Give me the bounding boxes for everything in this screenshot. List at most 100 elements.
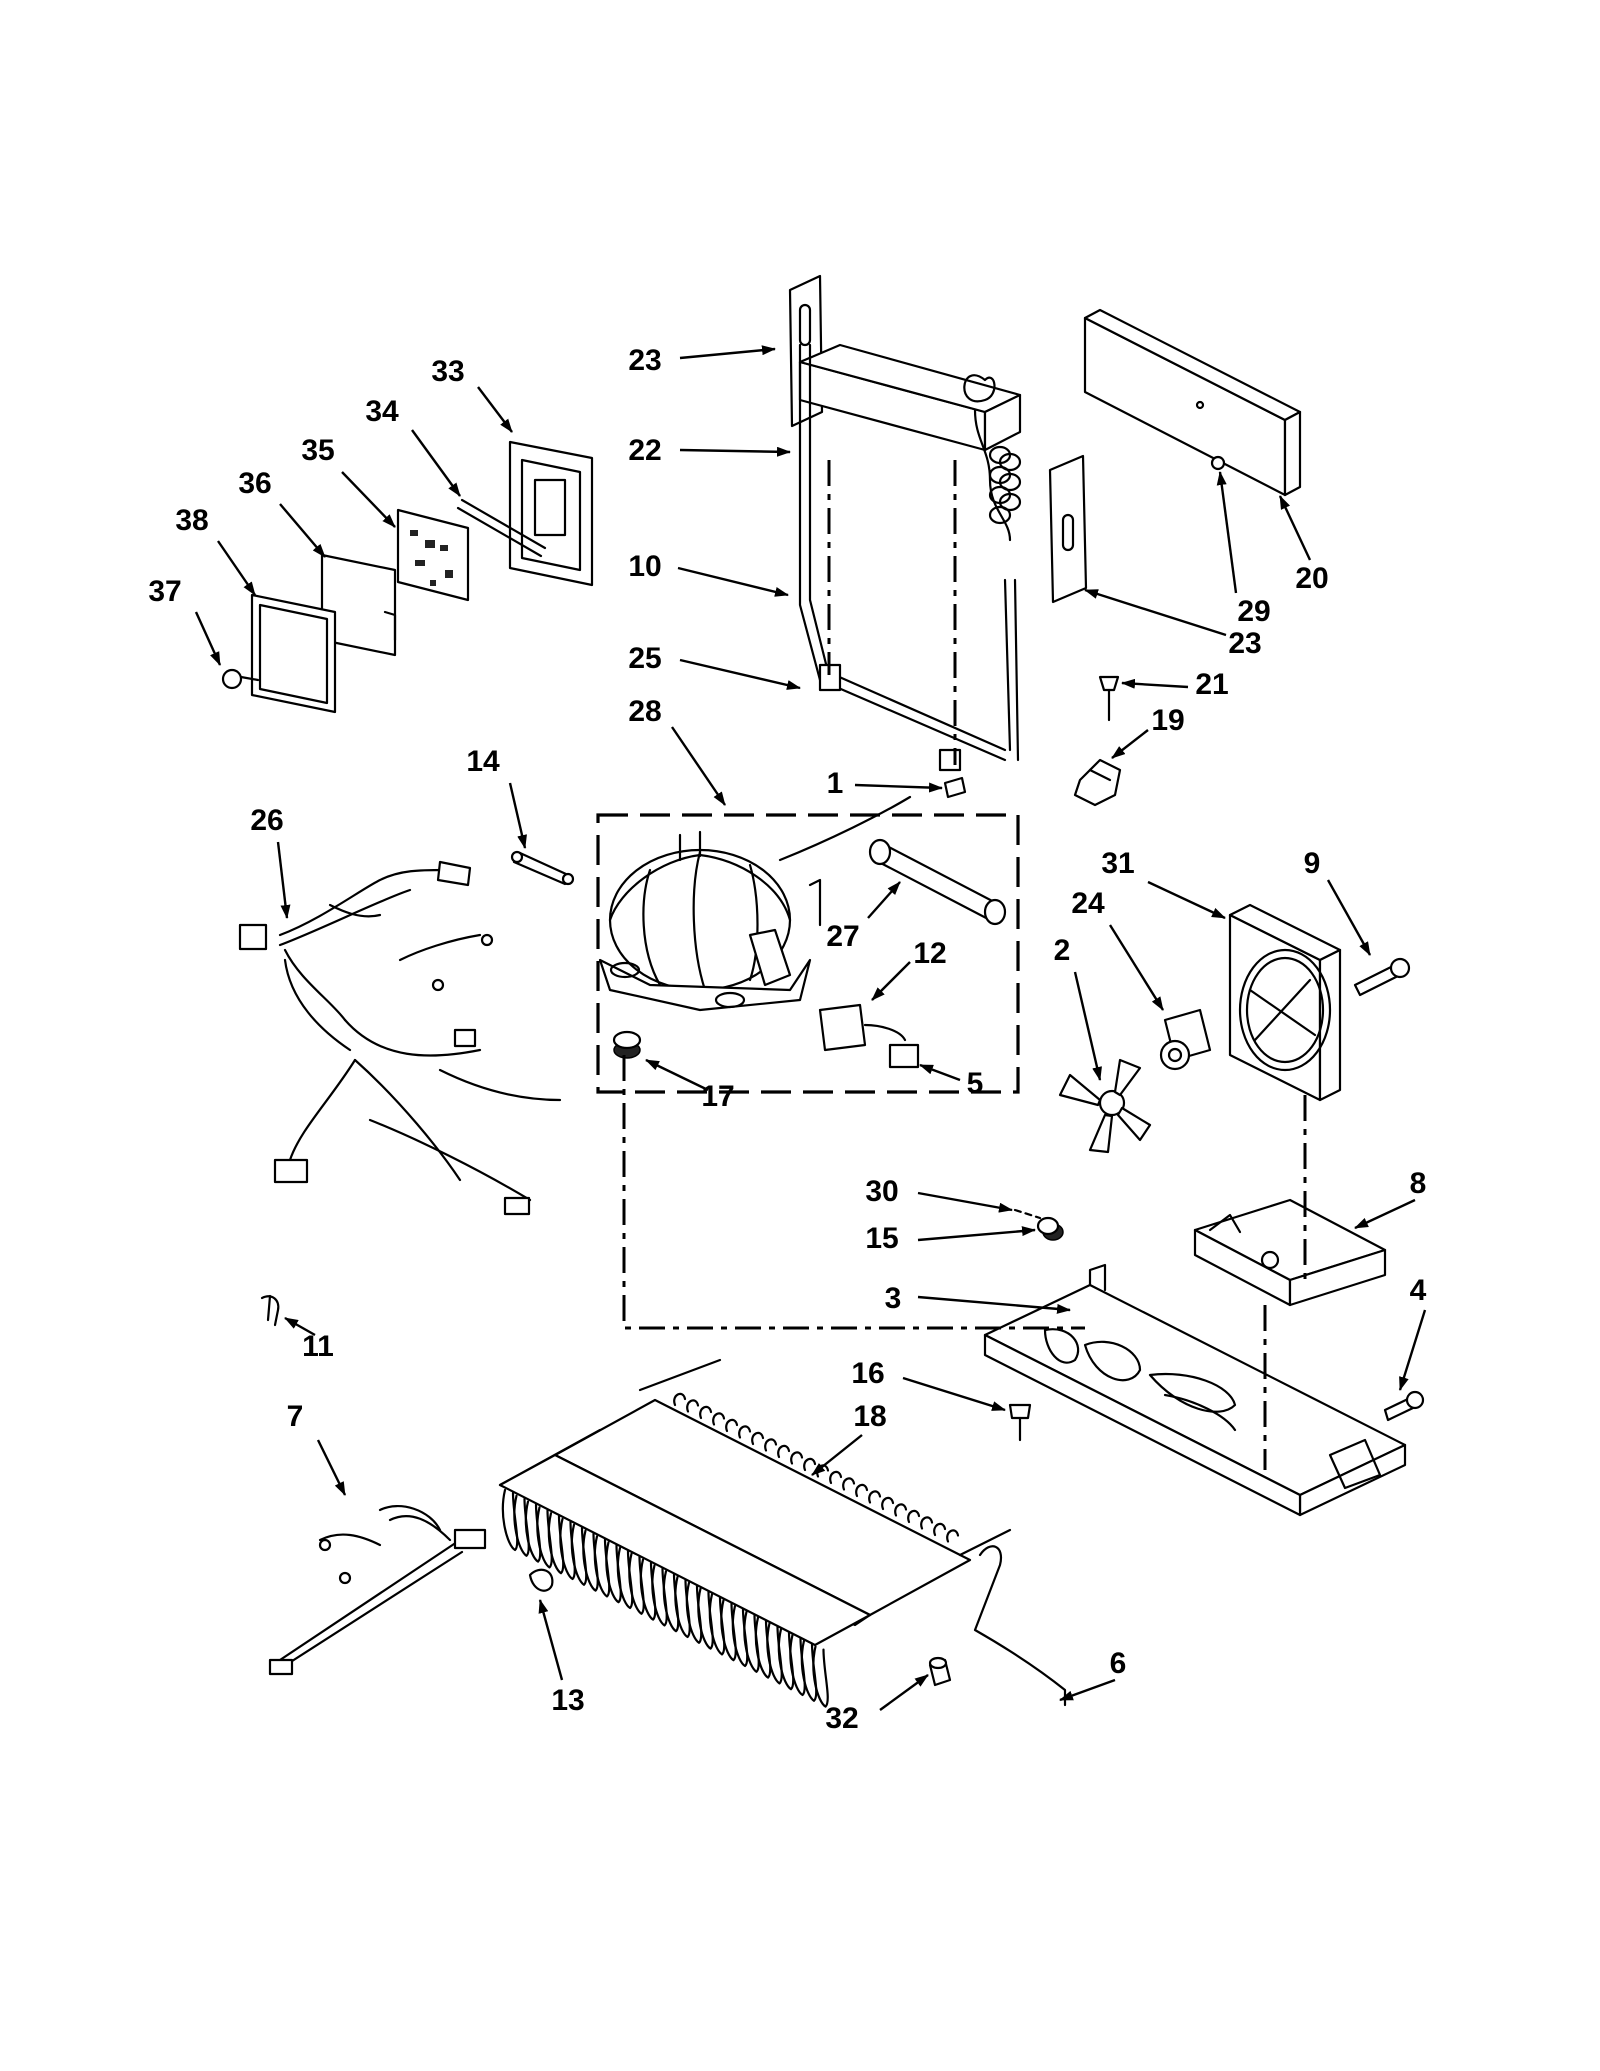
leader-24 bbox=[1108, 924, 1165, 1011]
fan-motor-part bbox=[1159, 1008, 1212, 1071]
coil-loop bbox=[933, 1522, 947, 1537]
callout-18: 18 bbox=[853, 1400, 886, 1433]
leader-6 bbox=[1059, 1678, 1116, 1702]
evaporator-part bbox=[798, 343, 1022, 542]
callout-5: 5 bbox=[967, 1067, 984, 1100]
leader-9 bbox=[1326, 879, 1372, 956]
leader-8 bbox=[1354, 1198, 1416, 1230]
callout-17: 17 bbox=[701, 1080, 734, 1113]
tube-6-part bbox=[973, 1545, 1067, 1707]
drier-part bbox=[868, 838, 1007, 926]
leader-22 bbox=[679, 446, 791, 457]
clip-19-part bbox=[1073, 758, 1122, 807]
coil-loop bbox=[738, 1425, 752, 1439]
leader-26 bbox=[276, 841, 291, 919]
compressor-part bbox=[598, 795, 912, 1012]
bushing-32-part bbox=[928, 1656, 952, 1687]
base-pan-part bbox=[983, 1263, 1407, 1517]
leader-2 bbox=[1073, 971, 1102, 1081]
control-housing-part bbox=[508, 440, 594, 587]
callout-29: 29 bbox=[1237, 595, 1270, 628]
leader-1 bbox=[854, 782, 943, 793]
callout-19: 19 bbox=[1151, 704, 1184, 737]
callout-13: 13 bbox=[551, 1684, 584, 1717]
callout-7: 7 bbox=[287, 1400, 304, 1433]
coil-loop bbox=[881, 1496, 895, 1511]
coil-loop bbox=[894, 1503, 908, 1517]
callout-28: 28 bbox=[628, 695, 661, 728]
coil-loop bbox=[790, 1451, 804, 1465]
fan-blade-part bbox=[1058, 1058, 1152, 1154]
screw-16-part bbox=[1008, 1403, 1032, 1442]
coil-loop bbox=[751, 1431, 765, 1446]
callout-27: 27 bbox=[826, 920, 859, 953]
strip-34-part bbox=[456, 498, 547, 558]
leader-17 bbox=[645, 1058, 709, 1092]
leader-21 bbox=[1121, 678, 1189, 689]
leader-10 bbox=[677, 566, 789, 597]
callout-12: 12 bbox=[913, 937, 946, 970]
screw-29-part bbox=[1210, 455, 1226, 471]
wire-harness-part bbox=[238, 860, 562, 1216]
callout-25: 25 bbox=[628, 642, 661, 675]
coil-loop bbox=[673, 1392, 687, 1407]
callout-24: 24 bbox=[1071, 887, 1105, 920]
callout-21: 21 bbox=[1195, 668, 1228, 701]
callout-8: 8 bbox=[1410, 1167, 1427, 1200]
screw-9-part bbox=[1353, 957, 1411, 997]
coil-loop bbox=[764, 1438, 778, 1452]
leader-38 bbox=[217, 540, 256, 596]
leader-34 bbox=[411, 429, 461, 497]
callout-31: 31 bbox=[1101, 847, 1134, 880]
leader-lines bbox=[194, 345, 1427, 1711]
callout-23b: 23 bbox=[1228, 627, 1261, 660]
callout-9: 9 bbox=[1304, 847, 1321, 880]
callout-20: 20 bbox=[1295, 562, 1328, 595]
coil-loop bbox=[725, 1418, 739, 1433]
coil-loop bbox=[686, 1399, 700, 1413]
callout-14: 14 bbox=[466, 745, 500, 778]
callout-36: 36 bbox=[238, 467, 271, 500]
callout-10: 10 bbox=[628, 550, 661, 583]
coil-loop bbox=[712, 1412, 726, 1426]
callout-15: 15 bbox=[865, 1222, 898, 1255]
screw-21-part bbox=[1098, 675, 1120, 722]
callout-30: 30 bbox=[865, 1175, 898, 1208]
callout-6: 6 bbox=[1110, 1647, 1127, 1680]
coil-loop bbox=[777, 1444, 791, 1459]
leader-29 bbox=[1216, 471, 1238, 594]
leader-4 bbox=[1398, 1309, 1427, 1391]
callout-38: 38 bbox=[175, 504, 208, 537]
leader-14 bbox=[508, 782, 527, 849]
coil-loop bbox=[842, 1477, 856, 1491]
relay-12-part bbox=[818, 1003, 907, 1052]
leader-28 bbox=[671, 726, 726, 806]
callout-34: 34 bbox=[365, 395, 399, 428]
leader-35 bbox=[341, 471, 396, 528]
evaporator-bracket-right-part bbox=[1048, 454, 1088, 604]
control-board-part bbox=[396, 508, 470, 602]
callout-1: 1 bbox=[827, 767, 844, 800]
leader-32 bbox=[879, 1674, 929, 1711]
leader-5 bbox=[919, 1063, 961, 1082]
callout-4: 4 bbox=[1410, 1274, 1427, 1307]
harness-7-part bbox=[268, 1505, 487, 1676]
grommet-17-part bbox=[612, 1030, 642, 1059]
coil-loop bbox=[946, 1529, 960, 1543]
leader-36 bbox=[279, 503, 326, 558]
leader-31 bbox=[1147, 880, 1226, 920]
callout-32: 32 bbox=[825, 1702, 858, 1735]
screw-4-part bbox=[1383, 1390, 1425, 1422]
tube-30-part bbox=[1013, 1208, 1042, 1220]
callout-3: 3 bbox=[885, 1282, 902, 1315]
leader-27 bbox=[867, 881, 901, 919]
callout-2: 2 bbox=[1054, 934, 1071, 967]
gasket-frame-part bbox=[250, 593, 337, 714]
leader-25 bbox=[679, 658, 801, 690]
callout-23a: 23 bbox=[628, 344, 661, 377]
coil-loop bbox=[812, 1645, 829, 1708]
coil-loop bbox=[829, 1470, 843, 1485]
leader-30 bbox=[917, 1191, 1013, 1213]
